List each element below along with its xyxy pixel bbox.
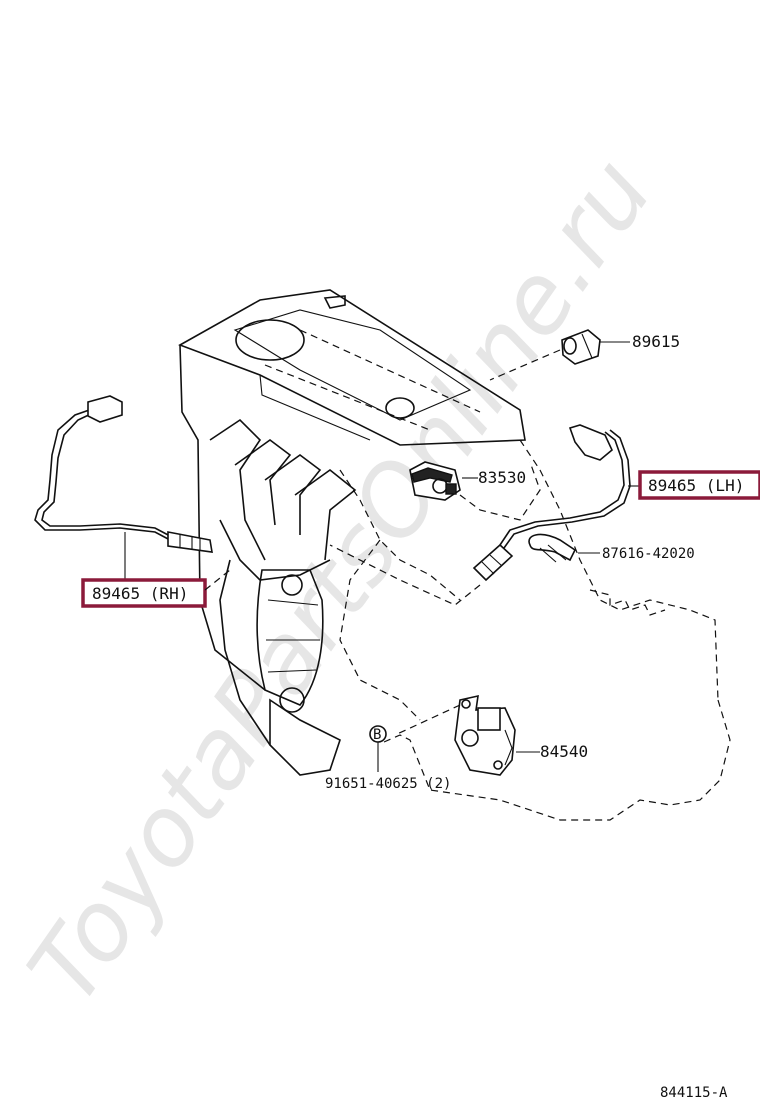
engine-outline bbox=[178, 289, 731, 821]
oxygen-sensor-lh[interactable] bbox=[472, 424, 631, 582]
callout-label-lh: 89465 (LH) bbox=[648, 476, 744, 495]
callout-box-rh[interactable] bbox=[81, 578, 207, 608]
callout-box-lh[interactable] bbox=[638, 470, 760, 500]
label-oil-pressure-switch: 83530 bbox=[478, 468, 526, 487]
label-clamp: 87616-42020 bbox=[602, 546, 695, 562]
bolt-marker: B bbox=[369, 725, 387, 772]
bolt-marker-letter: B bbox=[373, 727, 381, 743]
wire-clamp[interactable] bbox=[528, 533, 577, 563]
callout-label-rh: 89465 (RH) bbox=[92, 584, 188, 603]
knock-sensor[interactable] bbox=[561, 329, 601, 365]
oxygen-sensor-rh[interactable] bbox=[34, 395, 213, 553]
label-bolt: 91651-40625 (2) bbox=[325, 776, 451, 792]
neutral-start-switch[interactable] bbox=[454, 694, 516, 776]
oil-pressure-switch[interactable] bbox=[409, 461, 461, 501]
exhaust-manifold bbox=[209, 418, 357, 776]
diagram-code: 844115-A bbox=[660, 1085, 728, 1101]
label-neutral-start-switch: 84540 bbox=[540, 742, 588, 761]
label-knock-sensor: 89615 bbox=[632, 332, 680, 351]
